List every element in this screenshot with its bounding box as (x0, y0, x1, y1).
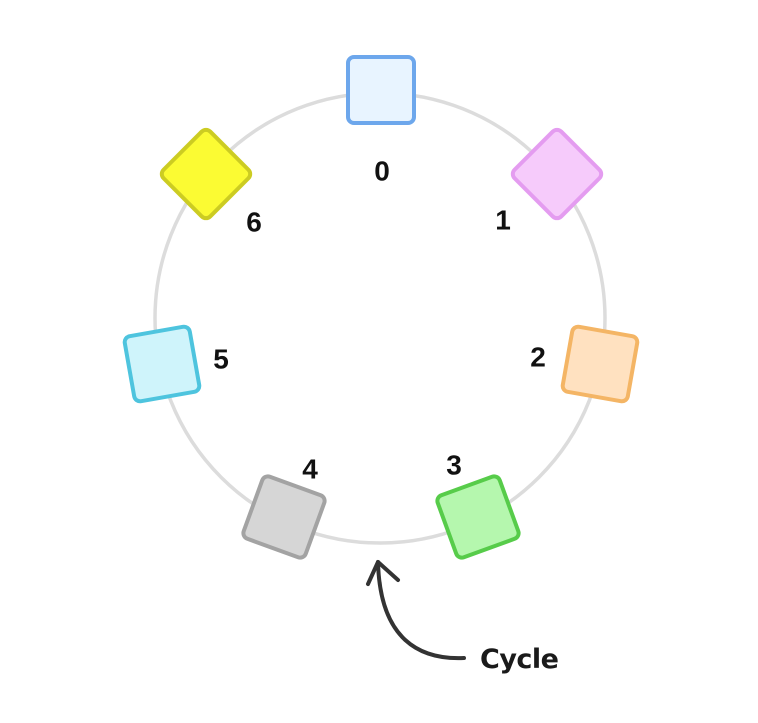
cycle-arrowhead (366, 560, 400, 586)
node-0-square (346, 55, 416, 125)
node-4-label: 4 (302, 453, 318, 484)
node-3-square (435, 474, 521, 560)
node-3-label: 3 (446, 449, 462, 480)
nodes-layer (122, 55, 640, 560)
cycle-annotation: Cycle (480, 644, 559, 675)
node-6-square (159, 127, 253, 221)
node-4-square (241, 474, 327, 560)
node-2-square (560, 324, 640, 404)
node-0-label: 0 (374, 155, 390, 186)
labels-layer: 0 1 2 3 4 5 6 (213, 155, 546, 484)
node-2-label: 2 (530, 341, 546, 372)
node-5-square (122, 324, 202, 404)
node-1-square (510, 127, 604, 221)
node-5-label: 5 (213, 343, 229, 374)
cycle-arrow (376, 560, 466, 661)
node-1-label: 1 (495, 204, 511, 235)
node-6-label: 6 (246, 206, 262, 237)
